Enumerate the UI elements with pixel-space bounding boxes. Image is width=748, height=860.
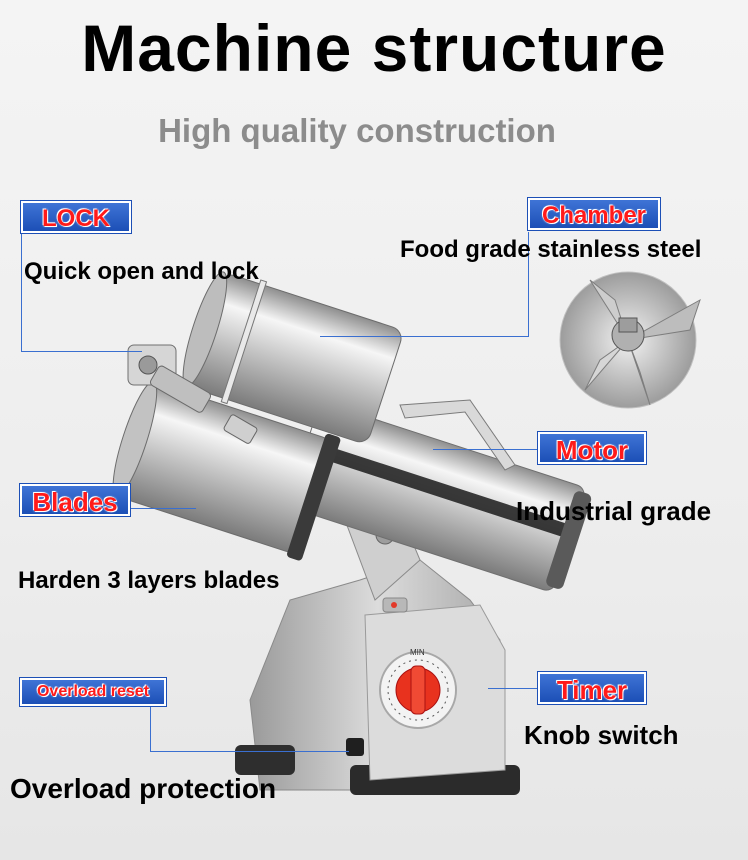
chamber-connector <box>320 232 529 337</box>
svg-text:MIN: MIN <box>410 648 425 657</box>
lock-connector <box>21 232 142 352</box>
timer-connector <box>488 688 538 689</box>
lock-description: Quick open and lock <box>24 258 259 285</box>
timer-knob: MIN <box>379 648 457 729</box>
chamber-tag: Chamber <box>528 198 660 230</box>
blades-connector <box>130 508 196 509</box>
motor-description: Industrial grade <box>516 496 712 526</box>
blades-tag: Blades <box>20 484 130 517</box>
page-subtitle: High quality construction <box>158 112 556 149</box>
overload-description: Overload protection <box>10 773 277 804</box>
motor-handle <box>399 399 516 471</box>
motor-tag: Motor <box>538 432 646 465</box>
timer-description: Knob switch <box>524 720 679 750</box>
blade-closeup <box>559 271 701 409</box>
page-title: Machine structure <box>81 11 667 85</box>
chamber-description: Food grade stainless steel <box>400 236 702 263</box>
motor-connector <box>433 449 538 450</box>
overload-reset-tag: Overload reset <box>20 678 166 706</box>
overload-reset-button <box>346 738 364 756</box>
lock-tag: LOCK <box>21 201 131 233</box>
motor-cylinder <box>288 403 592 591</box>
grinding-chamber <box>182 271 402 443</box>
timer-tag: Timer <box>538 672 646 705</box>
lock-clamp <box>127 344 258 444</box>
blades-description: Harden 3 layers blades <box>18 567 280 594</box>
blade-cylinder <box>112 381 341 561</box>
overload-connector <box>150 705 349 752</box>
